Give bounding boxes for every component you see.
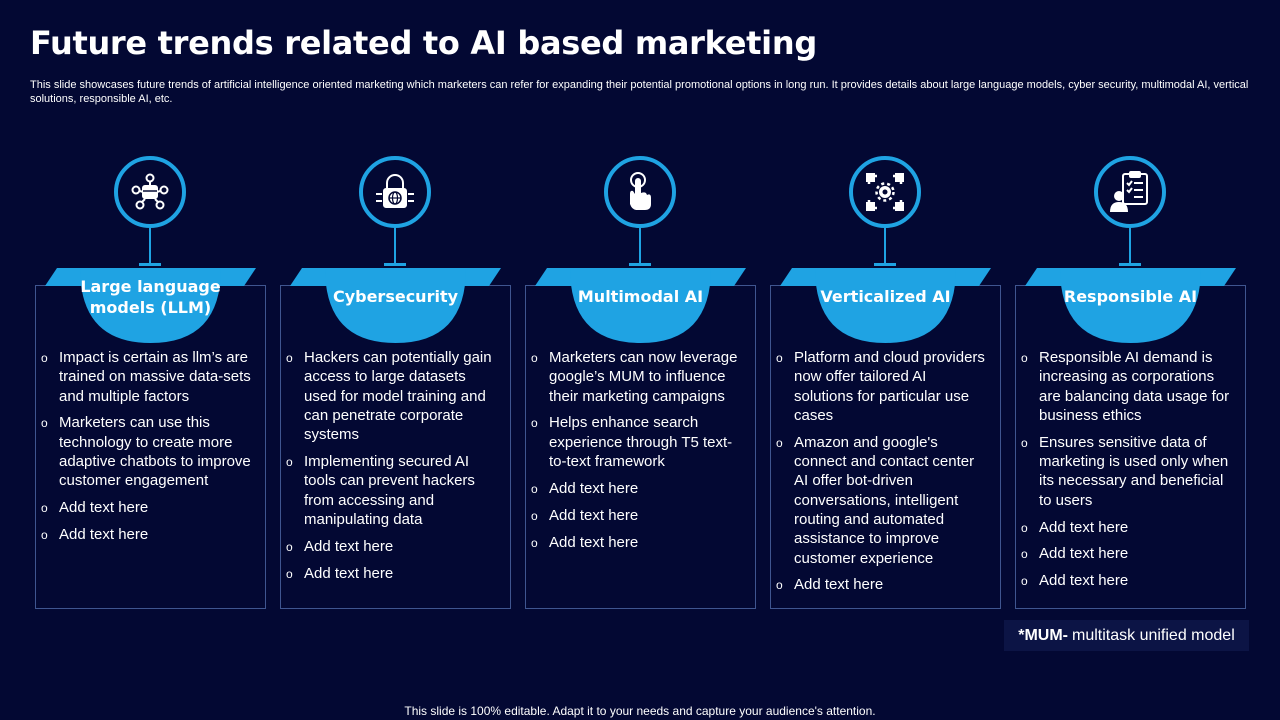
bullet-item: Add text here [280, 564, 509, 585]
bullet-list: Impact is certain as llm’s are trained o… [35, 348, 264, 552]
connector-line [1129, 228, 1131, 264]
checklist-person-icon [1094, 156, 1166, 228]
connector-foot [139, 263, 161, 266]
trend-column-responsible-ai: Responsible AI Responsible AI demand is … [1015, 156, 1246, 610]
trend-title: Cybersecurity [332, 287, 459, 306]
footnote-term: *MUM- [1018, 626, 1068, 644]
gear-puzzle-icon [849, 156, 921, 228]
trend-column-multimodal-ai: Multimodal AI Marketers can now leverage… [525, 156, 756, 610]
bullet-item: Helps enhance search experience through … [525, 413, 754, 471]
page-title: Future trends related to AI based market… [30, 24, 817, 62]
bullet-item: Add text here [525, 533, 754, 554]
trend-column-llm: Large language models (LLM) Impact is ce… [35, 156, 266, 610]
trend-title: Verticalized AI [820, 287, 951, 306]
bullet-list: Marketers can now leverage google’s MUM … [525, 348, 754, 560]
bullet-item: Add text here [35, 498, 264, 519]
bullet-item: Add text here [1015, 518, 1244, 539]
bullet-list: Platform and cloud providers now offer t… [770, 348, 999, 602]
bullet-item: Marketers can now leverage google’s MUM … [525, 348, 754, 406]
connector-foot [874, 263, 896, 266]
footnote-definition: multitask unified model [1072, 626, 1235, 644]
trend-title: Multimodal AI [577, 287, 704, 306]
bullet-item: Amazon and google's connect and contact … [770, 433, 999, 568]
bullet-item: Add text here [525, 506, 754, 527]
connector-foot [384, 263, 406, 266]
bullet-item: Add text here [1015, 571, 1244, 592]
connector-foot [629, 263, 651, 266]
trend-column-verticalized-ai: Verticalized AI Platform and cloud provi… [770, 156, 1001, 610]
bullet-item: Implementing secured AI tools can preven… [280, 452, 509, 529]
bullet-list: Responsible AI demand is increasing as c… [1015, 348, 1244, 598]
footnote-box: *MUM- multitask unified model [1004, 620, 1249, 651]
bullet-item: Impact is certain as llm’s are trained o… [35, 348, 264, 406]
bullet-item: Add text here [525, 479, 754, 500]
trend-title: Responsible AI [1063, 287, 1198, 306]
page-subtitle: This slide showcases future trends of ar… [30, 79, 1249, 105]
bullet-item: Platform and cloud providers now offer t… [770, 348, 999, 425]
bullet-item: Ensures sensitive data of marketing is u… [1015, 433, 1244, 510]
trend-tab: Responsible AI [1025, 268, 1236, 343]
bullet-item: Marketers can use this technology to cre… [35, 413, 264, 490]
trend-title: Large language models (LLM) [80, 276, 221, 317]
connector-line [639, 228, 641, 264]
bullet-item: Add text here [770, 575, 999, 596]
connector-line [884, 228, 886, 264]
bullet-item: Add text here [35, 525, 264, 546]
trend-tab: Cybersecurity [290, 268, 501, 343]
bullet-item: Add text here [280, 537, 509, 558]
bullet-list: Hackers can potentially gain access to l… [280, 348, 509, 591]
bullet-item: Add text here [1015, 544, 1244, 565]
trend-tab: Multimodal AI [535, 268, 746, 343]
trend-tab: Verticalized AI [780, 268, 991, 343]
connector-foot [1119, 263, 1141, 266]
connector-line [394, 228, 396, 264]
connector-line [149, 228, 151, 264]
bullet-item: Hackers can potentially gain access to l… [280, 348, 509, 444]
padlock-globe-icon [359, 156, 431, 228]
touch-hand-icon [604, 156, 676, 228]
bullet-item: Responsible AI demand is increasing as c… [1015, 348, 1244, 425]
trend-tab: Large language models (LLM) [45, 268, 256, 343]
trend-column-cybersecurity: Cybersecurity Hackers can potentially ga… [280, 156, 511, 610]
footer-text: This slide is 100% editable. Adapt it to… [404, 704, 876, 718]
chatbot-network-icon [114, 156, 186, 228]
